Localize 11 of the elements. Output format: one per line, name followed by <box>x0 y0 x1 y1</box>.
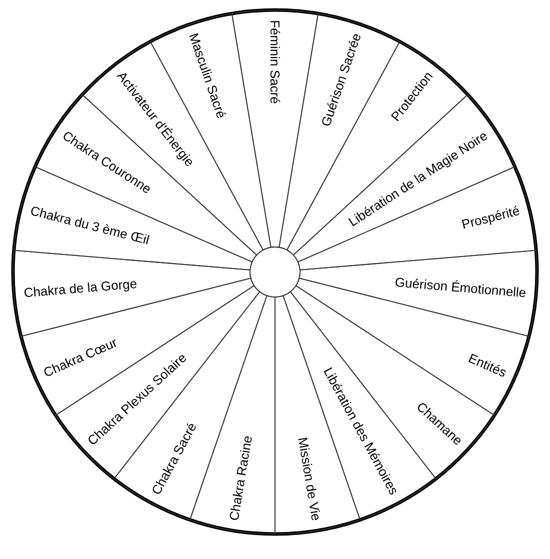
segment-label: Chakra de la Gorge <box>23 276 138 300</box>
wheel-segment <box>298 250 538 337</box>
segment-label: Chakra du 3 ème Œil <box>28 202 151 248</box>
wheel-segment <box>20 278 255 416</box>
wheel-segment <box>12 250 252 337</box>
segment-label: Chakra Racine <box>226 434 256 522</box>
segment-label: Guérison Émotionnelle <box>394 274 527 300</box>
wheel-segment <box>231 10 319 248</box>
segment-label: Mission de Vie <box>295 436 324 522</box>
segment-label: Féminin Sacré <box>268 20 282 104</box>
segment-label: Chakra Cœur <box>41 334 120 380</box>
